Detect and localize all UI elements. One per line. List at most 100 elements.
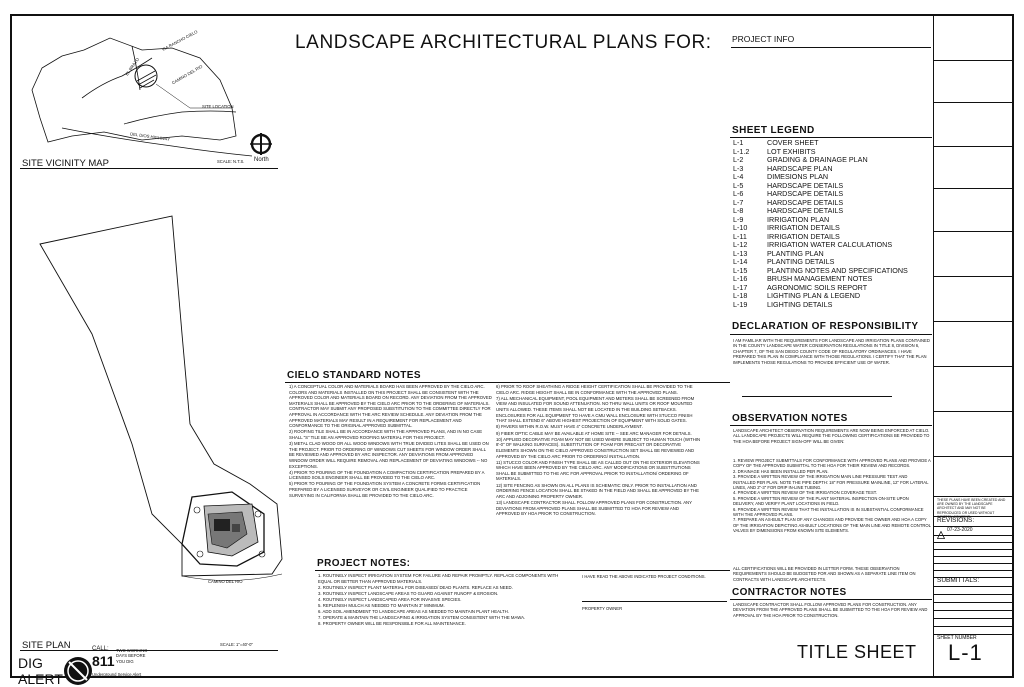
- declaration-signature-line[interactable]: [742, 396, 892, 397]
- contractor-notes-title: CONTRACTOR NOTES: [732, 587, 847, 598]
- declaration-text: I AM FAMILIAR WITH THE REQUIREMENTS FOR …: [733, 338, 930, 365]
- sheet-number: L-1: [948, 640, 983, 665]
- observation-item: 7. PREPARE AN AS-BUILT PLAN OF ANY CHANG…: [733, 517, 931, 534]
- vicinity-label-site-location: SITE LOCATION: [202, 104, 234, 109]
- project-info-underline: [731, 47, 931, 48]
- revision-date: 07-23-2020: [947, 527, 973, 533]
- cielo-notes-column-2: 6) PRIOR TO ROOF SHEATHING A RIDGE HEIGH…: [496, 384, 701, 517]
- project-note: 4. ROUTINELY INSPECT LANDSCAPED AREA FOR…: [318, 596, 462, 602]
- north-label: North: [254, 157, 269, 163]
- project-note: 7. OPERATE & MAINTAIN THE LANDSCAPING & …: [318, 615, 526, 621]
- site-plan-drawing: [39, 215, 283, 581]
- observation-intro: LANDSCAPE ARCHITECT OBSERVATION REQUIREM…: [733, 428, 930, 444]
- cielo-notes-underline: [285, 382, 730, 383]
- dig-alert-number: 811: [92, 653, 115, 669]
- project-notes-title: PROJECT NOTES:: [317, 558, 411, 569]
- sheet-number-label: SHEET NUMBER: [937, 635, 977, 641]
- project-notes-underline: [315, 570, 730, 571]
- project-note: 8. PROPERTY OWNER WILL BE RESPONSIBLE FO…: [318, 621, 466, 627]
- drawing-sheet: LANDSCAPE ARCHITECTURAL PLANS FOR: PROJE…: [10, 14, 1014, 687]
- observation-underline: [730, 425, 932, 426]
- submittals-label: SUBMITTALS:: [937, 577, 980, 584]
- property-owner-label: PROPERTY OWNER: [582, 606, 623, 611]
- observation-notes-title: OBSERVATION NOTES: [732, 413, 848, 424]
- dig-alert-word2: ALERT: [18, 671, 63, 687]
- site-plan-scale: SCALE: 1"=40'-0": [220, 642, 253, 647]
- declaration-title: DECLARATION OF RESPONSIBILITY: [732, 321, 919, 332]
- project-notes-list: 1. ROUTINELY INSPECT IRRIGATION SYSTEM F…: [318, 573, 568, 627]
- cielo-note: 10) APPLIED DECORATIVE FOAM MAY NOT BE U…: [496, 436, 701, 459]
- observation-item: 5. PROVIDE A WRITTEN REVIEW OF THE PLANT…: [733, 495, 909, 507]
- vicinity-map-drawing: [31, 37, 253, 157]
- observation-list: 1. REVIEW PROJECT SUBMITTALS FOR CONFORM…: [733, 458, 931, 534]
- observation-item: 2. DRAINAGE HAS BEEN INSTALLED PER PLAN.: [733, 468, 829, 474]
- observation-footer: ALL CERTIFICATIONS WILL BE PROVIDED IN L…: [733, 566, 916, 582]
- vicinity-map-title: SITE VICINITY MAP: [22, 158, 109, 169]
- cielo-note: 11) STUCCO COLOR AND FINISH TYPE SHALL B…: [496, 459, 700, 482]
- project-notes-acknowledge: I HAVE READ THE ABOVE INDICATED PROJECT …: [582, 574, 706, 579]
- page-title: LANDSCAPE ARCHITECTURAL PLANS FOR:: [295, 32, 712, 53]
- title-block: THESE PLANS HAVE BEEN CREATED AND ARE OW…: [934, 16, 1012, 676]
- site-plan-title: SITE PLAN: [22, 640, 71, 651]
- observation-item: 6. PROVIDE A WRITTEN REVIEW THAT THE INS…: [733, 506, 924, 518]
- revisions-label: REVISIONS:: [937, 517, 975, 524]
- dig-alert-word1: DIG: [18, 655, 43, 671]
- cielo-note: 2) ROOFING TILE SHALL BE IN ACCORDANCE W…: [289, 429, 483, 440]
- sheet-title: TITLE SHEET: [797, 642, 917, 662]
- observation-item: 3. PROVIDE A WRITTEN REVIEW OF THE IRRIG…: [733, 474, 929, 491]
- cielo-note: 6) PRIOR TO ROOF SHEATHING A RIDGE HEIGH…: [496, 384, 693, 395]
- cielo-note: 8) PAVERS WITHIN R.O.W. MUST HAVE 4" CON…: [496, 424, 643, 430]
- declaration-underline: [730, 334, 932, 335]
- dig-alert-text: TWO WORKING DAYS BEFORE YOU DIG: [116, 648, 148, 664]
- cielo-note: 3) METAL CLAD WOOD OR ALL WOOD WINDOWS W…: [289, 441, 489, 469]
- project-info-label: PROJECT INFO: [732, 34, 795, 44]
- dig-alert-logo-icon: [64, 657, 92, 685]
- project-note: 3. ROUTINELY INSPECT LANDSCAPE AREAS TO …: [318, 590, 499, 596]
- site-plan-underline: [20, 650, 278, 651]
- cielo-note: 9) FIBER OPTIC CABLE MAY BE AVAILABLE AT…: [496, 430, 692, 436]
- site-plan-street-label: CAMINO DEL RIO: [208, 579, 243, 584]
- project-note: 1. ROUTINELY INSPECT IRRIGATION SYSTEM F…: [318, 573, 559, 584]
- contractor-text: LANDSCAPE CONTRACTOR SHALL FOLLOW APPROV…: [733, 602, 928, 618]
- project-note: 6. ADD SOIL AMENDMENT TO LANDSCAPE AREAS…: [318, 608, 509, 614]
- dig-alert-service: Underground Service Alert: [92, 672, 142, 677]
- cielo-note: 4) PRIOR TO POURING OF THE FOUNDATION A …: [289, 469, 485, 481]
- observation-item: 4. PROVIDE A WRITTEN REVIEW OF THE IRRIG…: [733, 490, 878, 496]
- vicinity-scale: SCALE: N.T.S.: [217, 159, 245, 164]
- cielo-notes-column-1: 1) A CONCEPTUAL COLOR AND MATERIALS BOAR…: [289, 384, 492, 499]
- cielo-notes-title: CIELO STANDARD NOTES: [287, 370, 421, 381]
- title-block-divider: [933, 16, 934, 676]
- project-note: 2. ROUTINELY INSPECT PLANT MATERIAL FOR …: [318, 584, 513, 590]
- cielo-note: 5) PRIOR TO POURING OF THE FOUNDATION SY…: [289, 481, 481, 498]
- contractor-underline: [730, 599, 932, 600]
- vicinity-underline: [20, 168, 278, 169]
- dig-alert-call: CALL:: [92, 646, 109, 652]
- sheet-legend-title: SHEET LEGEND: [732, 125, 815, 136]
- observation-item: 1. REVIEW PROJECT SUBMITTALS FOR CONFORM…: [733, 458, 931, 469]
- sheet-legend-underline: [730, 137, 932, 138]
- owner-signature-line[interactable]: [582, 601, 727, 602]
- cielo-note: 12) SITE FENCING AS SHOWN ON ALL PLANS I…: [496, 482, 699, 499]
- cielo-note: 1) A CONCEPTUAL COLOR AND MATERIALS BOAR…: [289, 384, 492, 429]
- cielo-note: 7) ALL MECHANICAL EQUIPMENT, POOL EQUIPM…: [496, 395, 695, 424]
